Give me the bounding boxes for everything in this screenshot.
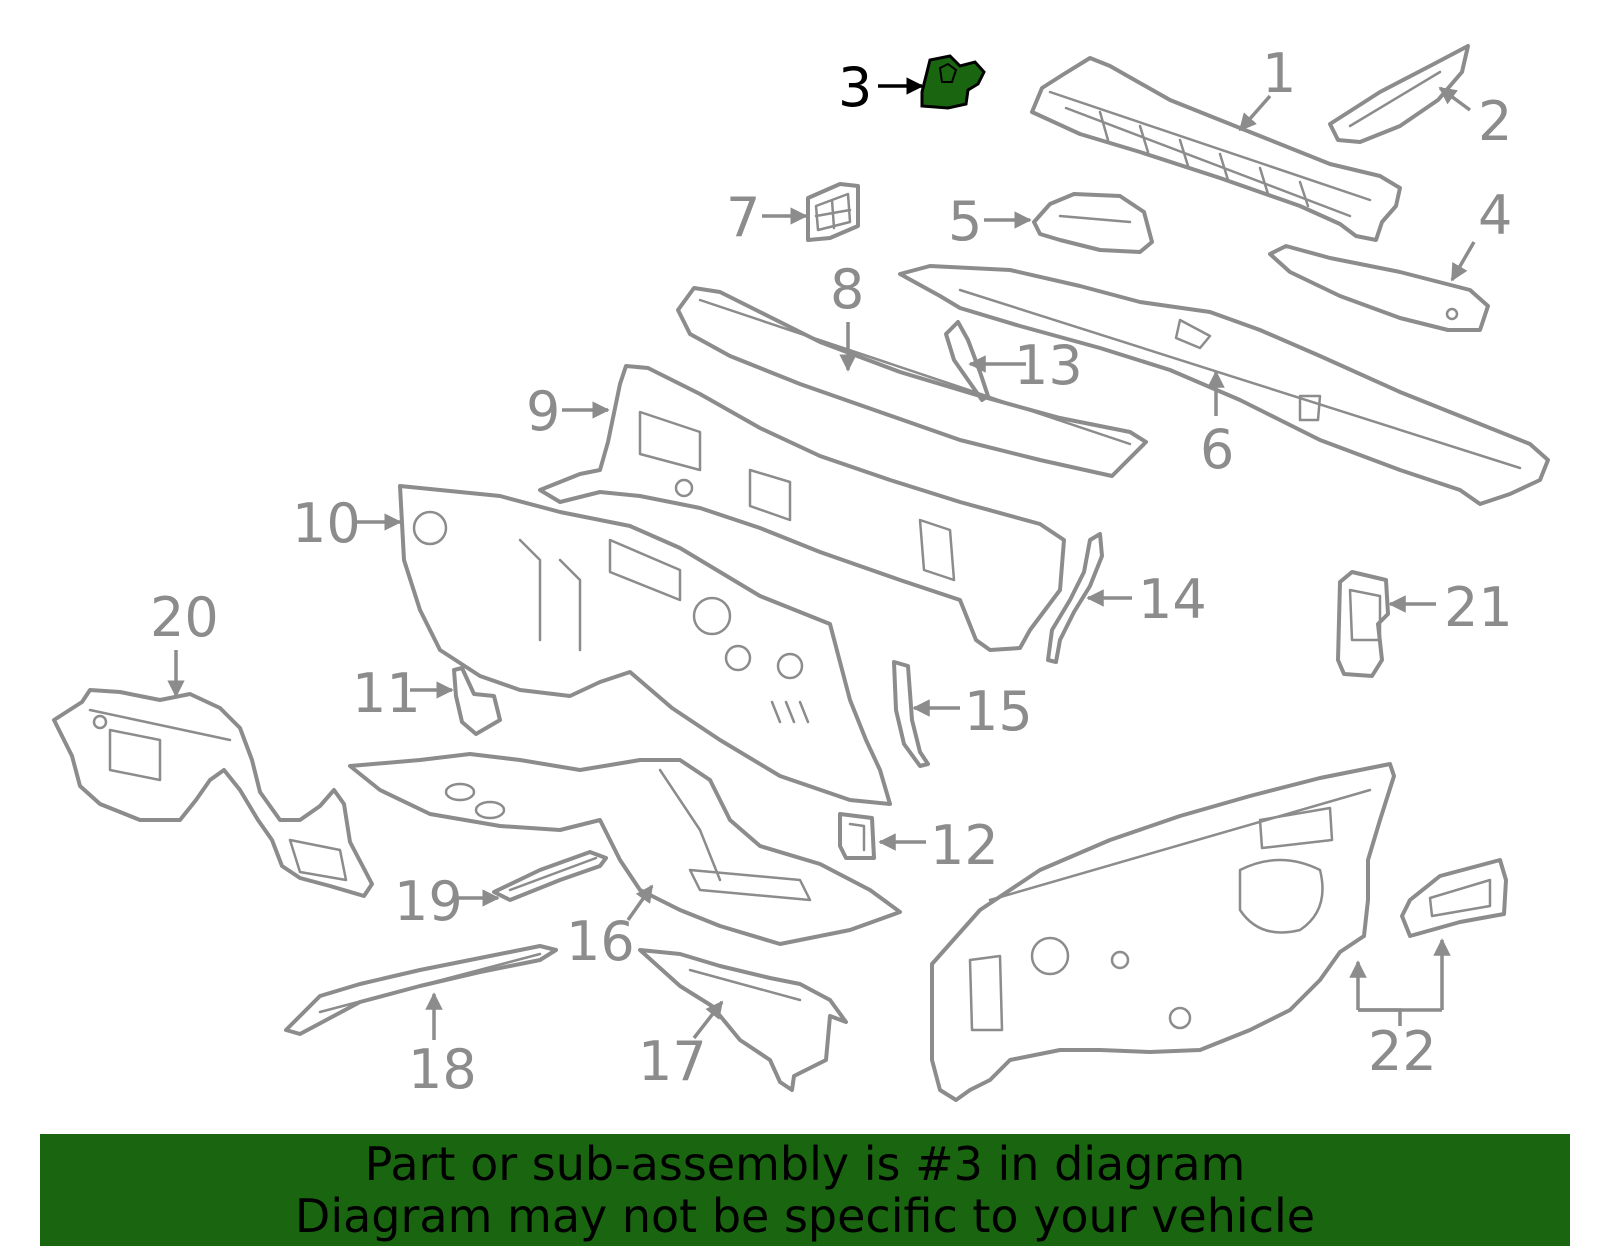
callout-13: 13 — [1014, 334, 1083, 397]
callout-7: 7 — [726, 186, 760, 249]
part-2[interactable] — [1328, 44, 1470, 144]
callout-11: 11 — [352, 662, 421, 725]
part-20[interactable] — [52, 688, 374, 898]
part-22-pad[interactable] — [1400, 858, 1508, 938]
callout-labels: 1 2 3 4 5 6 7 8 9 10 11 12 13 14 15 16 1… — [150, 42, 1513, 1101]
part-10[interactable] — [398, 484, 892, 806]
info-banner: Part or sub-assembly is #3 in diagram Di… — [40, 1134, 1570, 1246]
part-19[interactable] — [492, 850, 608, 902]
part-7[interactable] — [806, 182, 860, 242]
callout-5: 5 — [948, 190, 982, 253]
part-13[interactable] — [944, 320, 990, 402]
part-16[interactable] — [348, 752, 902, 946]
callout-14: 14 — [1138, 568, 1207, 631]
parts-diagram: 1 2 3 4 5 6 7 8 9 10 11 12 13 14 15 16 1… — [52, 42, 1550, 1102]
callout-10: 10 — [292, 492, 361, 555]
part-9[interactable] — [538, 364, 1066, 652]
part-1[interactable] — [1030, 56, 1402, 242]
callout-19: 19 — [394, 870, 463, 933]
callout-6: 6 — [1200, 418, 1234, 481]
banner-line-disclaimer: Diagram may not be specific to your vehi… — [294, 1189, 1316, 1243]
callout-9: 9 — [526, 380, 560, 443]
callout-21: 21 — [1444, 576, 1513, 639]
banner-line-part: Part or sub-assembly is #3 in diagram — [364, 1137, 1246, 1191]
callout-4: 4 — [1478, 184, 1512, 247]
callout-1: 1 — [1262, 42, 1296, 105]
part-14[interactable] — [1046, 532, 1104, 664]
part-8[interactable] — [676, 286, 1148, 478]
part-3-highlighted[interactable] — [920, 54, 986, 110]
part-11[interactable] — [452, 666, 502, 736]
part-21[interactable] — [1336, 570, 1390, 678]
part-18[interactable] — [284, 944, 558, 1036]
callout-12: 12 — [930, 814, 999, 877]
part-15[interactable] — [892, 660, 930, 768]
part-6[interactable] — [898, 264, 1550, 506]
callout-22: 22 — [1368, 1020, 1437, 1083]
part-12[interactable] — [838, 812, 876, 860]
callout-3: 3 — [838, 56, 872, 119]
callout-16: 16 — [566, 910, 635, 973]
callout-20: 20 — [150, 586, 219, 649]
leader-lines — [167, 77, 1476, 1040]
callout-8: 8 — [830, 258, 864, 321]
callout-15: 15 — [964, 680, 1033, 743]
callout-18: 18 — [408, 1038, 477, 1101]
part-17[interactable] — [638, 948, 848, 1092]
part-4[interactable] — [1268, 244, 1490, 332]
callout-17: 17 — [638, 1030, 707, 1093]
part-22[interactable] — [930, 762, 1396, 1102]
part-5[interactable] — [1032, 192, 1154, 254]
callout-2: 2 — [1478, 90, 1512, 153]
